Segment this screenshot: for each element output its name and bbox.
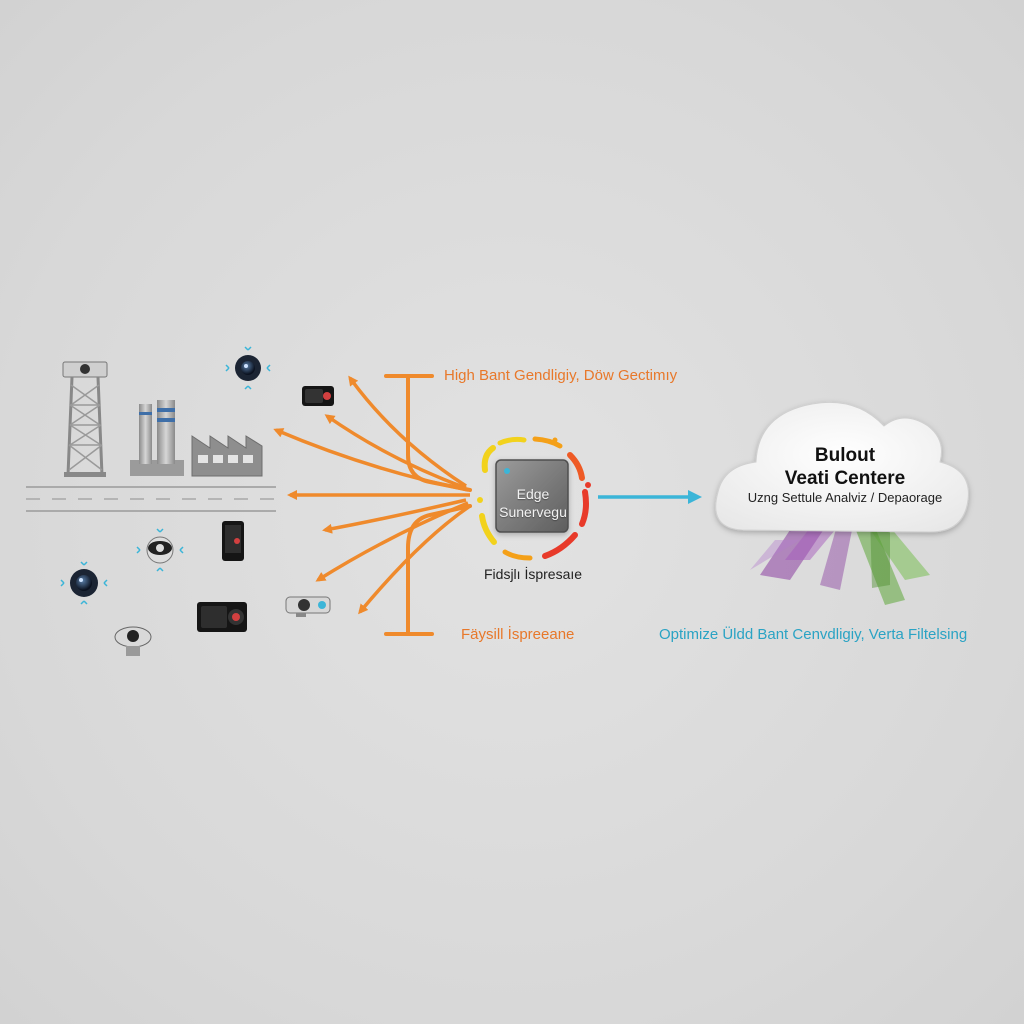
factory-icon — [191, 435, 263, 477]
optimized-bandwidth-label: Optimize Üldd Bant Cenvdligiy, Verta Fil… — [659, 626, 968, 643]
bottom-processing-label: Fäysill İspreeane — [461, 626, 575, 643]
cloud-title: Bulout Veati Centere — [760, 444, 930, 490]
edge-server-title: Edge — [516, 486, 550, 502]
cloud-title-line1: Bulout — [814, 445, 876, 466]
edge-ring-decoration — [477, 436, 591, 561]
edge-caption: Fidsjlı İspresaıe — [484, 566, 583, 582]
webcam-icon — [136, 528, 184, 572]
action-camera-icon — [197, 602, 247, 632]
device-data-arrows — [273, 375, 471, 615]
smokestack-icon — [130, 400, 184, 476]
cloud-icon — [715, 401, 969, 533]
security-camera-icon — [225, 346, 271, 390]
action-camera-icon — [302, 386, 334, 406]
security-camera-icon — [60, 561, 108, 605]
dome-camera-icon — [114, 626, 152, 656]
cell-tower-icon — [62, 361, 108, 477]
edge-server-chip — [495, 459, 569, 533]
road-icon — [26, 486, 276, 512]
cloud-subtitle: Uzng Settule Analviz / Depaorage — [747, 490, 943, 505]
cloud-title-line2: Veati Centere — [784, 468, 906, 489]
bandwidth-bracket — [384, 374, 472, 636]
smartphone-icon — [222, 521, 244, 561]
edge-server-label: Edge Sunervegu — [498, 485, 568, 521]
projector-icon — [285, 596, 331, 617]
edge-server-subtitle: Sunervegu — [499, 504, 567, 520]
high-bandwidth-label: High Bant Gendligiy, Döw Gectimıy — [444, 367, 678, 384]
